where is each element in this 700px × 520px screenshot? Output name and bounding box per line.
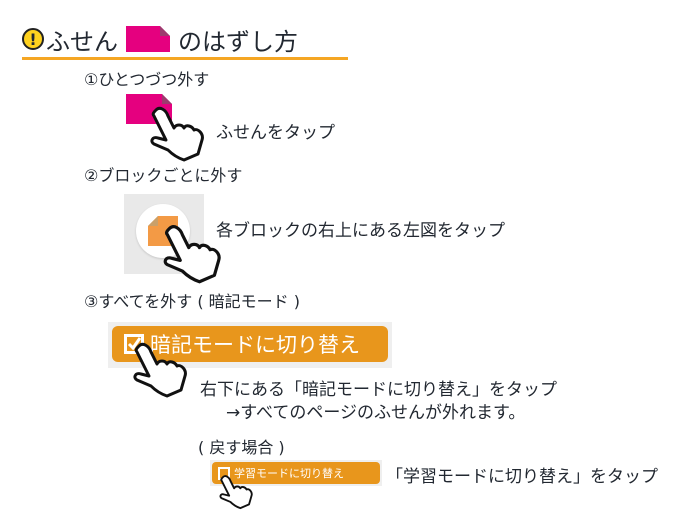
title-text-after: のはずし方 bbox=[178, 27, 298, 56]
page-title: ! ふせん のはずし方 bbox=[22, 22, 298, 56]
step-3-instruction-line1: 右下にある「暗記モードに切り替え」をタップ bbox=[200, 380, 557, 400]
memorize-mode-button[interactable]: 暗記モードに切り替え bbox=[108, 322, 392, 368]
title-text-before: ふせん bbox=[46, 27, 118, 56]
tap-hand-icon bbox=[133, 342, 187, 398]
tap-hand-icon bbox=[163, 225, 221, 284]
step-1-heading: ①ひとつづつ外す bbox=[84, 70, 210, 89]
tap-hand-icon bbox=[219, 475, 253, 510]
title-underline bbox=[22, 57, 348, 60]
step-2-heading: ②ブロックごとに外す bbox=[84, 166, 243, 185]
restore-heading: ( 戻す場合 ) bbox=[198, 438, 285, 457]
step-2-instruction: 各ブロックの右上にある左図をタップ bbox=[216, 221, 505, 241]
warning-icon: ! bbox=[22, 28, 44, 50]
sticky-note-icon bbox=[126, 26, 170, 52]
memorize-mode-label: 暗記モードに切り替え bbox=[150, 333, 360, 357]
step-3-heading: ③すべてを外す ( 暗記モード ) bbox=[84, 292, 301, 311]
study-mode-label: 学習モードに切り替え bbox=[234, 467, 344, 480]
step-3-instruction-line2: →すべてのページのふせんが外れます。 bbox=[226, 403, 526, 423]
study-mode-button[interactable]: 学習モードに切り替え bbox=[210, 460, 382, 486]
tap-hand-icon bbox=[150, 106, 204, 162]
restore-instruction: 「学習モードに切り替え」をタップ bbox=[386, 467, 658, 487]
step-1-instruction: ふせんをタップ bbox=[216, 123, 335, 143]
